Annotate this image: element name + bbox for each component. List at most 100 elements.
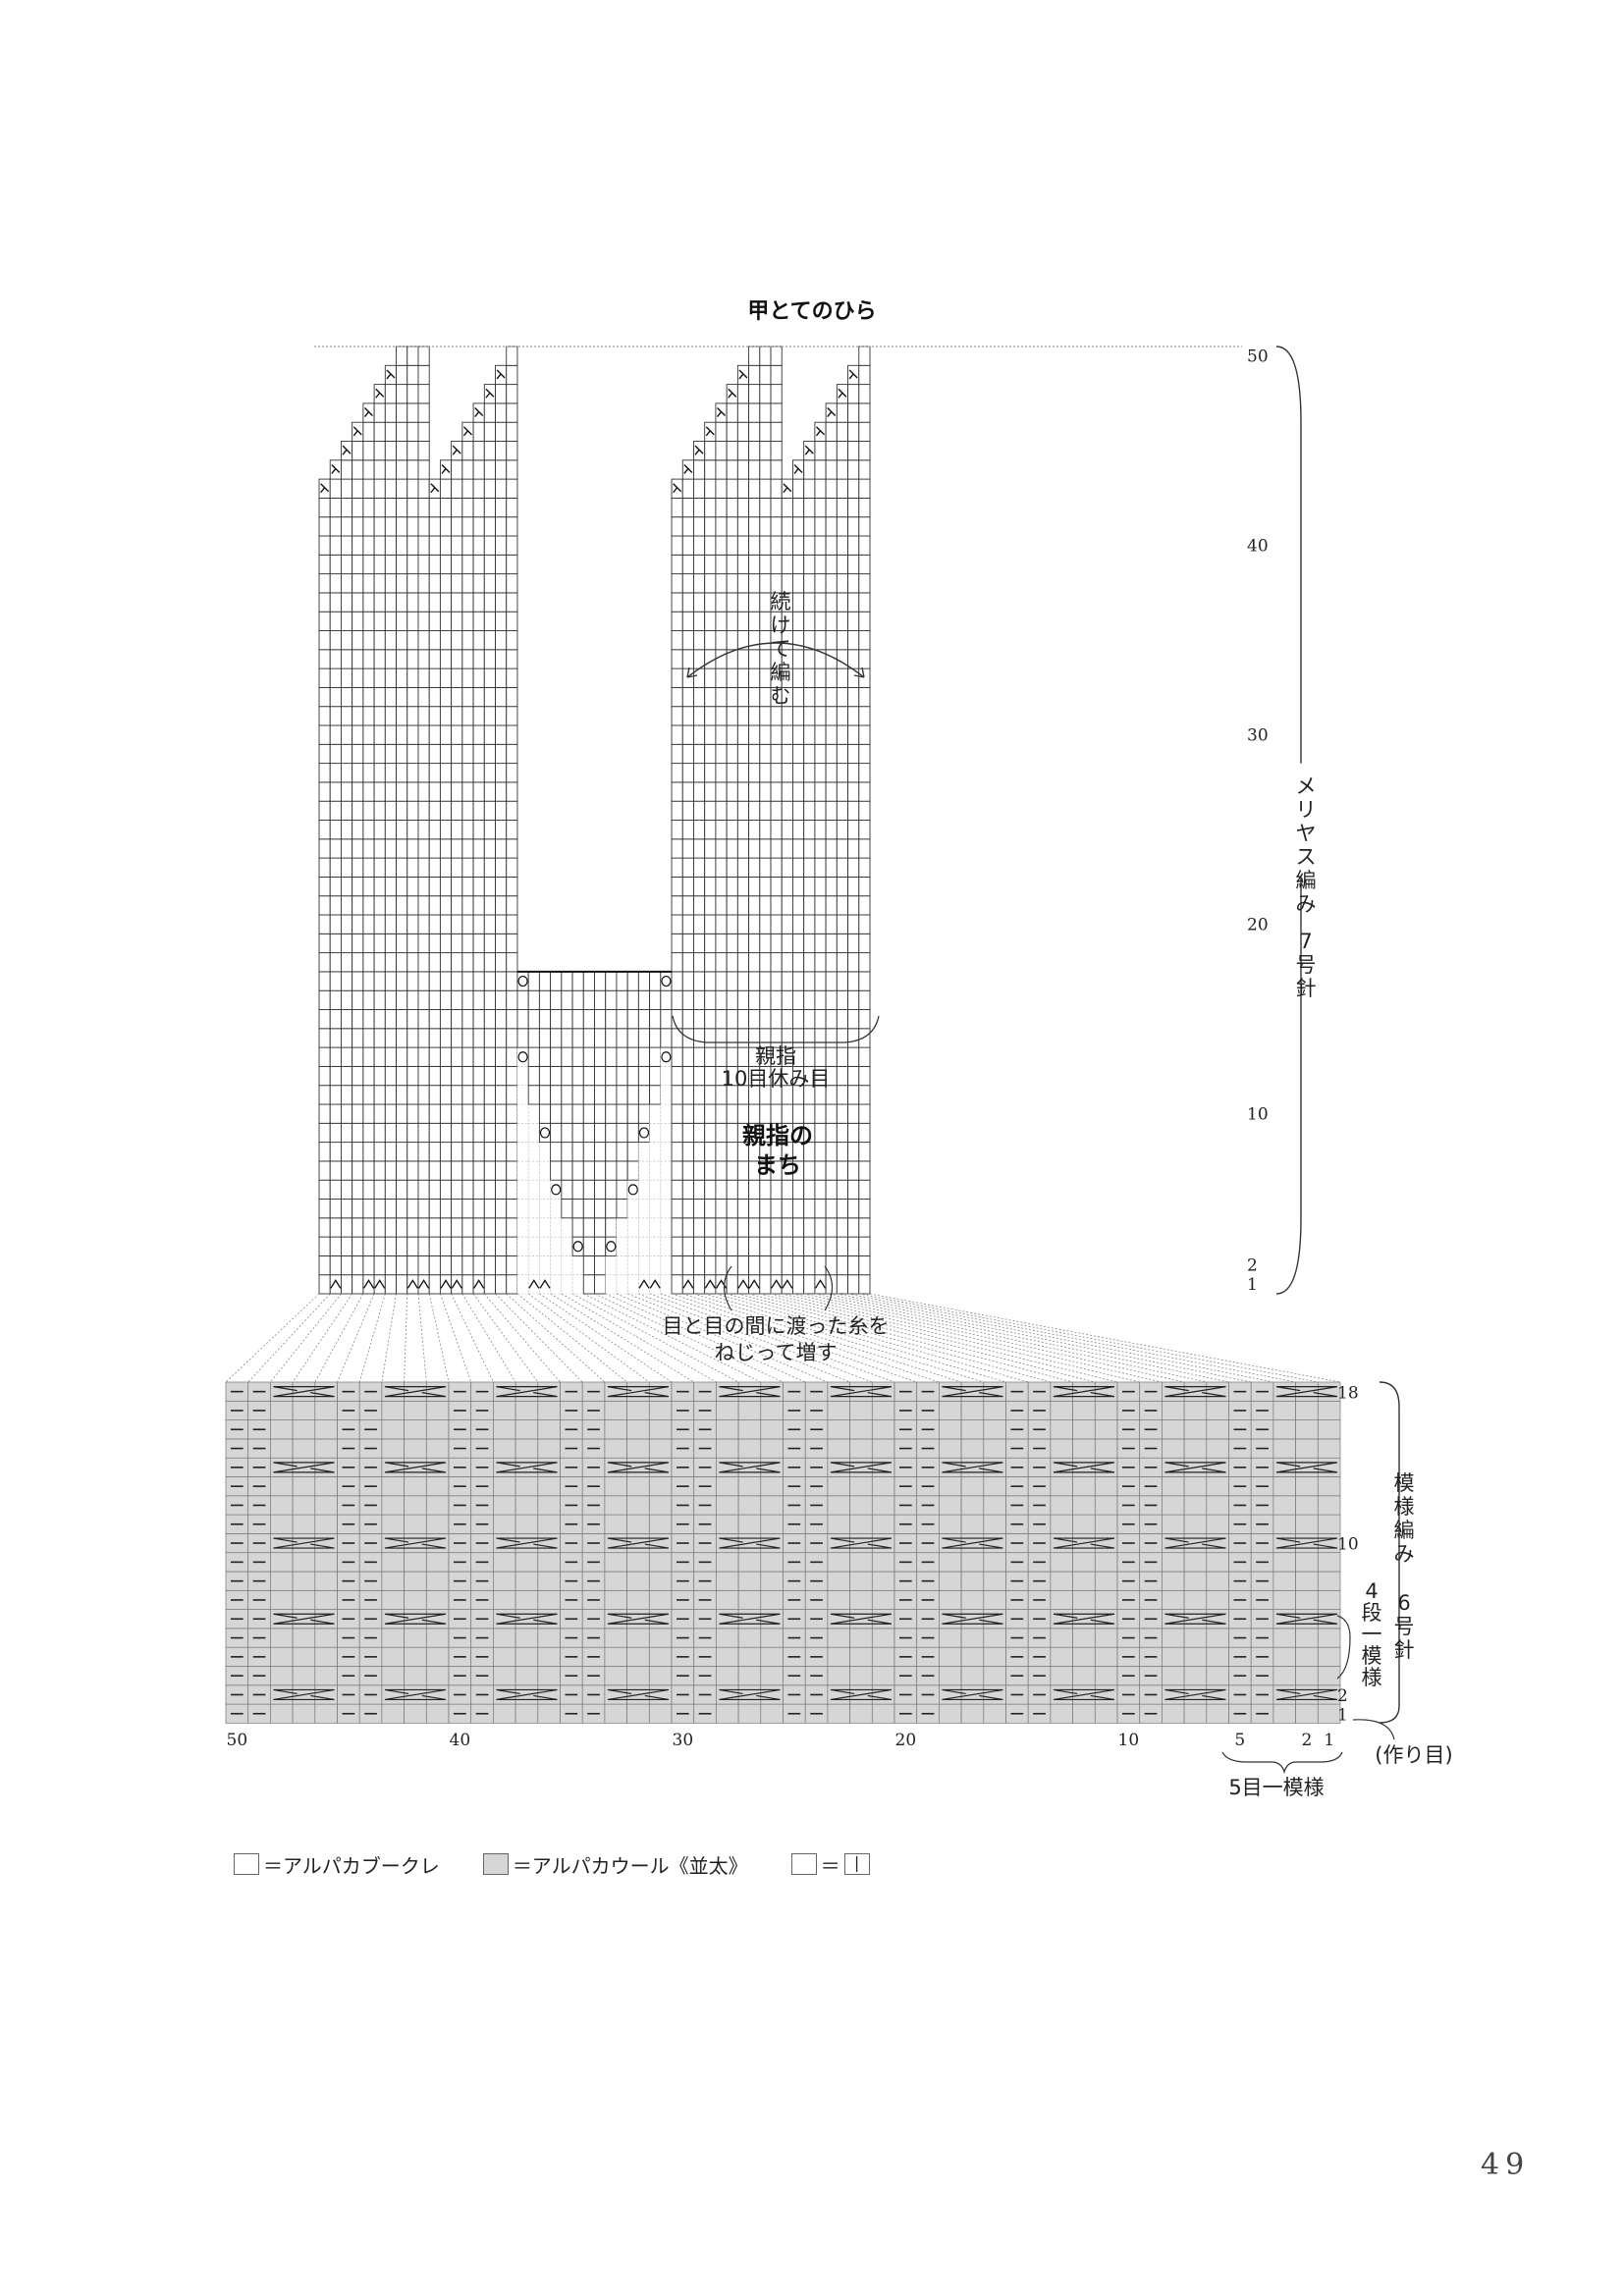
chart-cell [539,1199,551,1219]
chart-cell [616,1028,628,1048]
chart-cell [461,1009,474,1030]
chart-cell [428,611,441,631]
chart-cell [836,402,849,423]
pattern-cell [1162,1457,1185,1477]
chart-cell [373,1236,386,1256]
pattern-cell [827,1419,850,1440]
chart-cell [396,364,408,386]
chart-cell [836,914,849,934]
upper-side-label-char: 号 [1296,953,1317,977]
chart-cell [825,743,838,765]
chart-cell [759,1199,772,1219]
chart-cell [527,1123,540,1143]
chart-cell [318,573,331,594]
chart-cell [726,421,738,442]
chart-cell [792,1103,805,1124]
chart-cell [428,876,441,897]
pattern-cell [1206,1438,1229,1459]
chart-cell [352,1103,364,1124]
pattern-cell [381,1533,405,1554]
chart-cell [803,1009,816,1030]
chart-cell [538,1085,552,1105]
pattern-cell [604,1533,627,1554]
chart-cell [318,1103,331,1124]
chart-cell [792,743,805,765]
chart-cell [726,1217,738,1238]
chart-cell [814,895,827,916]
chart-cell [803,1028,816,1048]
chart-cell [803,1046,816,1067]
pattern-cell [648,1666,673,1686]
pattern-cell [1272,1589,1296,1610]
pattern-cell [493,1703,516,1724]
chart-cell [759,1255,772,1276]
cable-cross-symbol [942,1613,1003,1625]
chart-cell [759,402,772,423]
chart-cell [726,686,738,708]
chart-cell [318,895,331,916]
chart-cell [373,952,386,973]
chart-cell [406,989,419,1010]
chart-cell [781,1217,793,1238]
chart-cell [362,706,375,726]
chart-cell [605,971,618,991]
pattern-cell [626,1419,650,1440]
pattern-cell [760,1703,784,1724]
chart-cell [781,876,793,897]
chart-cell [329,1217,342,1238]
chart-cell [715,763,728,783]
chart-cell [693,800,706,821]
chart-cell [759,441,772,461]
chart-cell [472,1236,485,1256]
chart-cell [594,1255,607,1276]
chart-cell [803,516,816,537]
chart-cell [329,1160,342,1181]
pattern-cell [514,1495,539,1516]
chart-cell [836,1274,849,1295]
chart-cell [792,667,805,688]
chart-cell [461,895,474,916]
chart-cell [439,781,453,802]
chart-cell [472,459,485,480]
chart-cell [781,1236,793,1256]
chart-cell [803,1274,816,1295]
pattern-cell [292,1628,316,1648]
pattern-cell [849,1589,873,1610]
pattern-cell [1050,1552,1073,1573]
chart-cell [439,497,453,518]
chart-cell [715,630,728,651]
pattern-cell [1094,1476,1118,1497]
chart-cell [836,516,849,537]
chart-cell [825,800,838,821]
pattern-cell [871,1666,895,1686]
pattern-cell [514,1419,539,1440]
pattern-cell [514,1589,539,1610]
chart-cell [759,971,772,991]
chart-cell [329,1046,342,1067]
chart-cell [803,1236,816,1256]
chart-cell [825,933,838,954]
pattern-cell [425,1684,450,1705]
chart-cell [736,535,750,556]
chart-cell [483,497,496,518]
chart-cell [506,1085,518,1105]
pattern-cell [939,1552,962,1573]
chart-cell [836,989,849,1010]
chart-cell [671,1255,683,1276]
chart-cell [748,649,761,669]
pattern-cell [827,1609,850,1629]
chart-cell [781,1199,793,1219]
chart-cell [417,573,430,594]
pattern-cell [1183,1438,1208,1459]
chart-cell [483,743,496,765]
chart-cell [428,649,441,669]
upper-side-label-char: ス [1296,845,1317,869]
chart-cell [736,421,750,442]
repeat-rows-bracket [1336,1615,1351,1680]
chart-cell [649,1199,662,1219]
chart-cell [495,1217,508,1238]
chart-cell [384,914,397,934]
chart-cell [748,667,761,688]
chart-cell [506,516,518,537]
pattern-cell [626,1589,650,1610]
